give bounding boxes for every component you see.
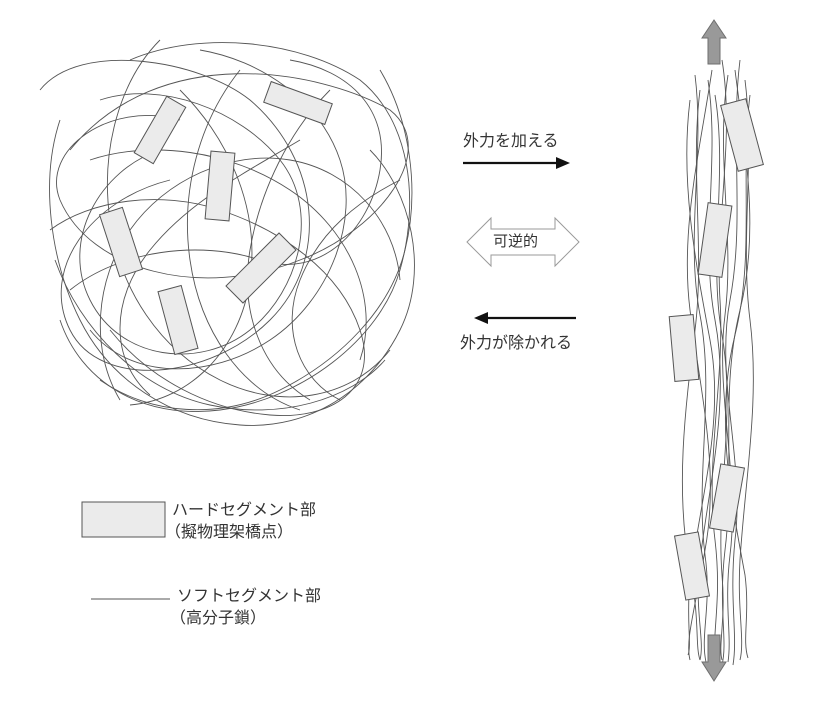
hard-segment-block xyxy=(708,463,746,533)
soft-segment-chain xyxy=(724,94,751,659)
soft-segment-chain xyxy=(714,94,728,661)
soft-segment-chain xyxy=(99,157,401,401)
soft-segment-chain xyxy=(725,59,741,666)
soft-segment-chain xyxy=(693,74,708,663)
legend-hard-segment-label: ハードセグメント部 xyxy=(172,500,317,519)
reversible-label: 可逆的 xyxy=(493,232,539,250)
stretched-hard-segments xyxy=(668,98,764,601)
stretched-polymer-chains xyxy=(681,59,754,666)
soft-segment-chain xyxy=(738,79,754,661)
down-force-arrow xyxy=(701,634,727,682)
hard-segment-block xyxy=(157,284,199,356)
apply-force-arrow xyxy=(463,157,570,169)
remove-force-label: 外力が除かれる xyxy=(460,333,573,352)
hard-segment-block xyxy=(133,95,187,165)
relaxed-polymer-tangle xyxy=(39,39,415,426)
soft-segment-chain xyxy=(107,39,391,398)
reversible-double-arrow xyxy=(466,216,580,268)
hard-segment-block xyxy=(263,80,333,126)
legend-hard-segment-swatch xyxy=(81,501,166,538)
soft-segment-chain xyxy=(187,69,301,411)
hard-segment-block xyxy=(225,232,297,304)
hard-segment-block xyxy=(204,150,236,222)
apply-force-label: 外力を加える xyxy=(463,131,559,150)
soft-segment-chain xyxy=(49,119,415,426)
soft-segment-chain xyxy=(697,79,721,661)
soft-segment-chain xyxy=(79,93,302,355)
soft-segment-chain xyxy=(99,69,413,411)
legend-soft-segment-sublabel: （高分子鎖） xyxy=(170,608,267,627)
hard-segment-block xyxy=(668,314,700,382)
hard-segment-block xyxy=(673,531,711,601)
legend-hard-segment-sublabel: （擬物理架橋点） xyxy=(165,522,294,541)
up-force-arrow xyxy=(701,19,727,65)
soft-segment-chain xyxy=(722,74,733,663)
remove-force-arrow xyxy=(474,312,576,324)
soft-segment-chain xyxy=(49,199,365,416)
soft-segment-chain xyxy=(291,179,401,401)
hard-segment-block xyxy=(697,202,733,278)
relaxed-hard-segments xyxy=(98,80,333,356)
soft-segment-chain xyxy=(681,89,701,661)
soft-segment-chain xyxy=(59,42,411,412)
hard-segment-block xyxy=(98,206,144,278)
soft-segment-chain xyxy=(69,59,382,291)
soft-segment-chain xyxy=(119,139,301,396)
legend-soft-segment-label: ソフトセグメント部 xyxy=(177,586,322,605)
soft-segment-chain xyxy=(54,259,386,411)
soft-segment-chain xyxy=(247,89,331,401)
soft-segment-chain xyxy=(686,99,716,656)
hard-segment-block xyxy=(720,98,764,172)
